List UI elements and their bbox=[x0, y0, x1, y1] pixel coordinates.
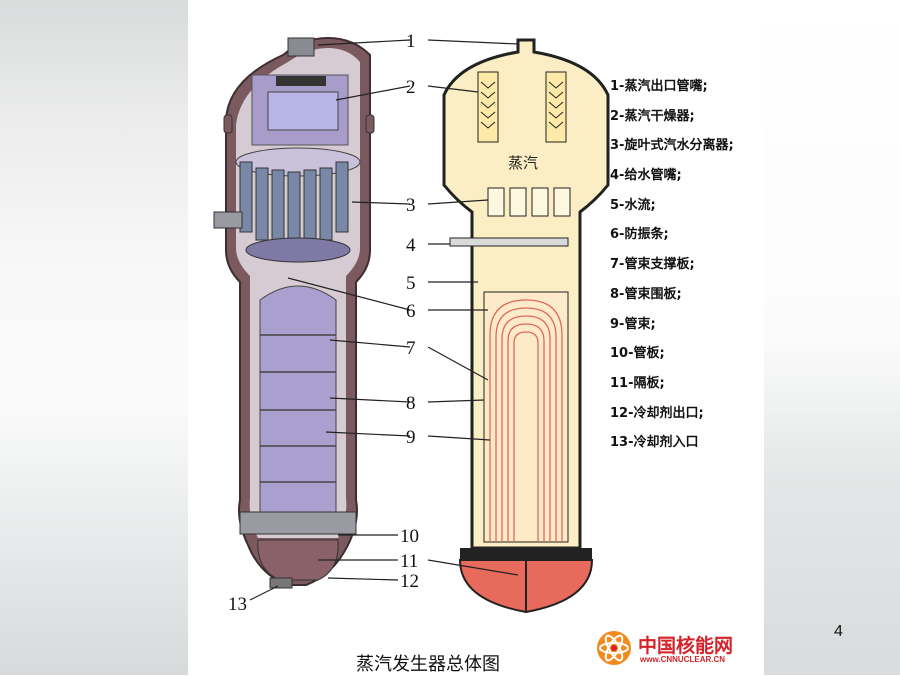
logo-url: www.CNNUCLEAR.CN bbox=[640, 655, 726, 664]
diagram-caption: 蒸汽发生器总体图 bbox=[356, 654, 500, 675]
callout-12: 12 bbox=[400, 571, 419, 592]
callout-6: 6 bbox=[406, 301, 416, 322]
legend-item: 12-冷却剂出口; bbox=[610, 405, 704, 421]
callout-9: 9 bbox=[406, 427, 416, 448]
legend-item: 1-蒸汽出口管嘴; bbox=[610, 79, 708, 94]
legend-list: 1-蒸汽出口管嘴; 2-蒸汽干燥器; 3-旋叶式汽水分离器; 4-给水管嘴; 5… bbox=[610, 78, 734, 464]
logo-name: 中国核能网 bbox=[638, 635, 734, 657]
callout-4: 4 bbox=[406, 235, 416, 256]
dryer-box bbox=[267, 91, 339, 131]
schematic-dryer-right bbox=[545, 71, 567, 143]
dryer-vanes bbox=[276, 76, 326, 86]
vessel-lug-right bbox=[365, 114, 375, 134]
support-plates bbox=[260, 334, 336, 483]
legend-item: 11-隔板; bbox=[610, 375, 665, 391]
separator-cans bbox=[239, 161, 349, 247]
schematic-vessel: 蒸汽 bbox=[442, 38, 610, 614]
callout-5: 5 bbox=[406, 273, 416, 294]
callout-11: 11 bbox=[400, 551, 418, 572]
schematic-tube-bundle bbox=[483, 291, 569, 543]
vessel-lug-left bbox=[223, 114, 233, 134]
callout-7: 7 bbox=[406, 338, 416, 359]
callout-2: 2 bbox=[406, 77, 416, 98]
callout-8: 8 bbox=[406, 393, 416, 414]
logo-atom-icon bbox=[597, 631, 631, 665]
legend-item: 2-蒸汽干燥器; bbox=[610, 108, 695, 124]
legend-item: 4-给水管嘴; bbox=[610, 168, 682, 184]
callout-13: 13 bbox=[228, 594, 247, 615]
cutaway-vessel bbox=[213, 36, 375, 589]
legend-item: 7-管束支撑板; bbox=[610, 257, 695, 273]
steam-label: 蒸汽 bbox=[508, 154, 538, 172]
page-number: 4 bbox=[834, 623, 843, 640]
leader-lines bbox=[249, 39, 519, 601]
vessel-top-nozzle bbox=[287, 37, 315, 57]
callout-10: 10 bbox=[400, 526, 419, 547]
legend-item: 13-冷却剂入口 bbox=[610, 435, 699, 451]
separator-deck-bottom bbox=[245, 237, 351, 263]
steam-generator-diagram: 蒸汽 1 2 3 4 5 6 7 8 9 10 11 12 13 bbox=[213, 31, 610, 615]
schematic-dryer-left bbox=[477, 71, 499, 143]
callout-1: 1 bbox=[406, 31, 416, 52]
legend-item: 9-管束; bbox=[610, 316, 656, 332]
slide-background-right bbox=[764, 0, 900, 675]
site-logo: 中国核能网 www.CNNUCLEAR.CN bbox=[594, 628, 764, 668]
coolant-inlet-nozzle bbox=[269, 577, 293, 589]
lower-head bbox=[257, 539, 339, 581]
tubesheet-flange bbox=[239, 511, 357, 535]
callout-3: 3 bbox=[406, 195, 416, 216]
schematic-dryer-chevrons bbox=[480, 81, 564, 129]
feedwater-nozzle-left bbox=[213, 211, 243, 229]
legend-item: 8-管束围板; bbox=[610, 286, 682, 302]
legend-item: 5-水流; bbox=[610, 197, 656, 213]
schematic-separators bbox=[487, 187, 571, 217]
legend-item: 3-旋叶式汽水分离器; bbox=[610, 138, 734, 154]
schematic-tubesheet bbox=[460, 548, 592, 560]
schematic-feedwater-pipe bbox=[449, 237, 569, 247]
schematic-u-tubes bbox=[489, 299, 563, 542]
legend-item: 6-防振条; bbox=[610, 227, 669, 243]
slide-background-left bbox=[0, 0, 188, 675]
legend-item: 10-管板; bbox=[610, 346, 665, 362]
tube-bundle-wrapper bbox=[259, 285, 337, 521]
